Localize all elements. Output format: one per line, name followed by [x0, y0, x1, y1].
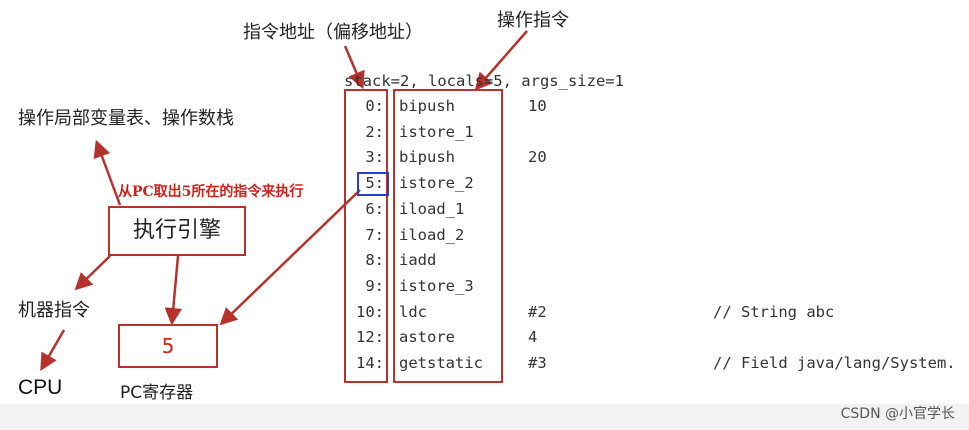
execution-engine-label: 执行引擎 — [132, 218, 221, 243]
instruction-operand: 10 — [528, 97, 547, 115]
cpu-label: CPU — [18, 376, 63, 399]
current-pc-highlight — [357, 172, 389, 196]
fetch-note: 从PC取出5所在的指令来执行 — [118, 184, 304, 200]
instruction-offset: 0: — [365, 97, 384, 115]
arrow-opcode-label — [474, 30, 528, 91]
pc-register-value: 5 — [161, 334, 175, 358]
instruction-comment: // Field java/lang/System. — [713, 354, 956, 372]
instruction-opcode: istore_3 — [399, 277, 474, 295]
instruction-opcode: istore_1 — [399, 123, 474, 141]
instruction-opcode: ldc — [399, 303, 427, 321]
instruction-offset: 5: — [365, 174, 384, 192]
machine-instructions-label: 机器指令 — [18, 300, 90, 321]
arrow-offset-label — [343, 45, 365, 90]
instruction-operand: #3 — [528, 354, 547, 372]
instruction-opcode: getstatic — [399, 354, 483, 372]
instruction-offset: 7: — [365, 226, 384, 244]
instruction-comment: // String abc — [713, 303, 835, 321]
arrow-engine-to-operate — [93, 139, 122, 206]
instruction-operand: #2 — [528, 303, 547, 321]
execution-engine-box: 执行引擎 — [108, 206, 246, 256]
instruction-offset: 3: — [365, 148, 384, 166]
offset-address-label: 指令地址（偏移地址） — [243, 22, 423, 43]
instruction-offset: 6: — [365, 200, 384, 218]
instruction-operand: 4 — [528, 328, 538, 346]
instruction-offset: 10: — [356, 303, 384, 321]
instruction-offset: 8: — [365, 251, 384, 269]
instruction-opcode: astore — [399, 328, 455, 346]
instruction-offset: 12: — [356, 328, 384, 346]
instruction-operand: 20 — [528, 148, 547, 166]
arrow-engine-to-pc — [164, 255, 182, 326]
instruction-opcode: iload_1 — [399, 200, 465, 218]
arrow-engine-to-machine — [74, 255, 111, 291]
offset-column-box — [344, 89, 388, 383]
watermark: CSDN @小官学长 — [840, 406, 955, 422]
instruction-offset: 9: — [365, 277, 384, 295]
arrow-machine-to-cpu — [40, 329, 66, 372]
opcode-label: 操作指令 — [497, 10, 569, 31]
instruction-offset: 2: — [365, 123, 384, 141]
instruction-offset: 14: — [356, 354, 384, 372]
instruction-opcode: iload_2 — [399, 226, 465, 244]
arrow-instruction-to-pc — [219, 189, 361, 326]
instruction-opcode: istore_2 — [399, 174, 474, 192]
pc-register-label: PC寄存器 — [120, 383, 194, 403]
bytecode-header: stack=2, locals=5, args_size=1 — [344, 72, 624, 90]
pc-register-box: 5 — [118, 324, 218, 368]
instruction-opcode: iadd — [399, 251, 437, 269]
operate-stack-label: 操作局部变量表、操作数栈 — [18, 108, 234, 129]
bottom-band — [0, 404, 969, 430]
opcode-column-box — [393, 89, 503, 383]
instruction-opcode: bipush — [399, 97, 455, 115]
instruction-opcode: bipush — [399, 148, 455, 166]
